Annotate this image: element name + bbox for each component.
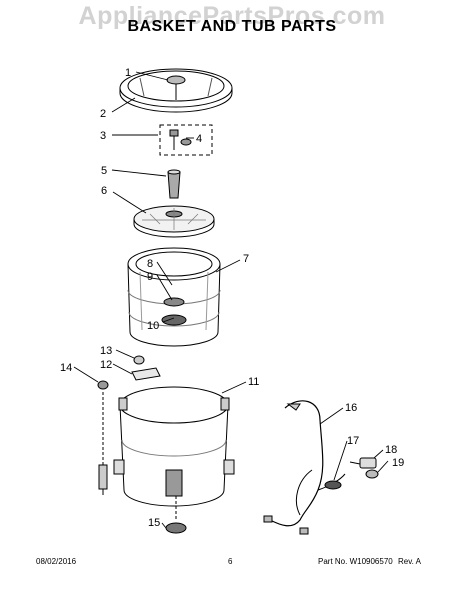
sensor-parts-18-19	[349, 457, 379, 479]
callout-5: 5	[101, 165, 107, 177]
callout-11: 11	[248, 376, 259, 388]
impeller-part-6	[133, 205, 215, 238]
callout-8: 8	[147, 258, 153, 270]
hose-part-17	[324, 480, 342, 490]
agitator-cap-part-5	[167, 169, 181, 199]
callout-19: 19	[392, 457, 404, 469]
balance-ring-parts	[131, 355, 161, 381]
callout-16: 16	[345, 402, 357, 414]
wash-basket-part-7	[127, 247, 221, 347]
callout-7: 7	[243, 253, 249, 265]
callout-18: 18	[385, 444, 397, 456]
callout-17: 17	[347, 435, 359, 447]
callout-15: 15	[148, 517, 160, 529]
tub-seal-part-15	[165, 496, 187, 534]
suspension-rod-part-14	[97, 380, 109, 495]
callout-3: 3	[100, 130, 106, 142]
leader-lines	[73, 71, 389, 529]
callout-13: 13	[100, 345, 112, 357]
footer-date: 08/02/2016	[36, 557, 77, 566]
footer-part-number: Part No. W10906570	[318, 557, 393, 566]
callout-4: 4	[196, 133, 202, 145]
hardware-kit-box	[159, 124, 213, 156]
callout-6: 6	[101, 185, 107, 197]
callout-10: 10	[147, 320, 159, 332]
callout-14: 14	[60, 362, 72, 374]
callout-9: 9	[147, 271, 153, 283]
footer-revision: Rev. A	[398, 557, 421, 566]
footer-page-number: 6	[228, 557, 233, 566]
callout-labels: 1 2 3 4 5 6 7 8 9 10 11 12 13 14 15 16 1…	[60, 67, 404, 529]
callout-1: 1	[125, 67, 131, 79]
outer-tub-part-11	[113, 386, 235, 507]
callout-12: 12	[100, 359, 112, 371]
wire-harness-part-16	[263, 400, 346, 535]
callout-2: 2	[100, 108, 106, 120]
page-title: BASKET AND TUB PARTS	[127, 18, 337, 35]
tub-ring-part-2	[119, 68, 233, 113]
watermark: AppliancePartsPros.com	[78, 2, 386, 30]
